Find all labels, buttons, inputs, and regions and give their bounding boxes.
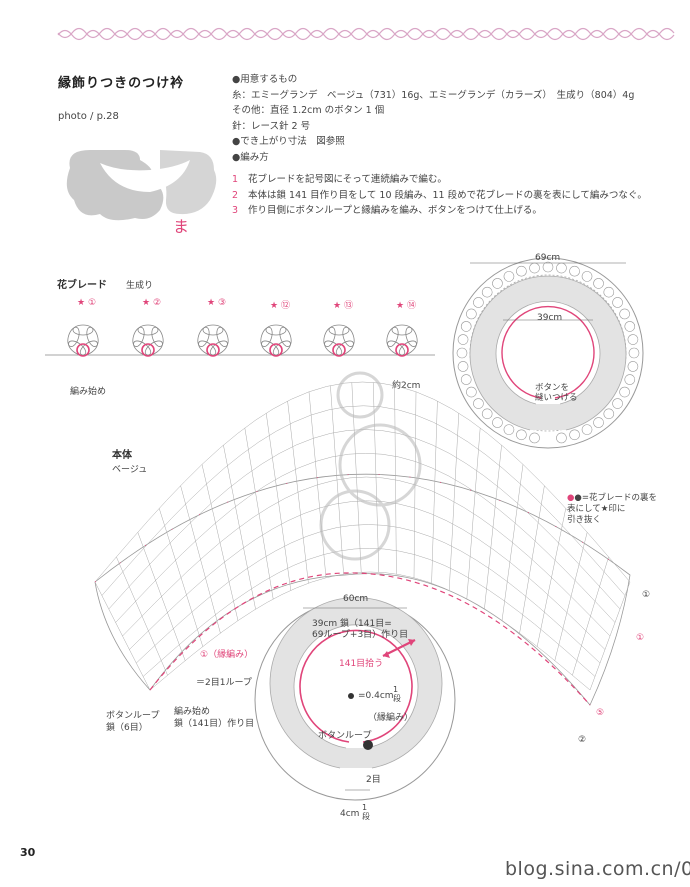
- braid-star-12: ★ ⑫: [270, 301, 290, 311]
- braid-star-2: ★ ②: [142, 298, 162, 308]
- step-text: 花ブレードを記号図にそって連続編みで編む。: [248, 174, 447, 185]
- step-number: 2: [232, 189, 239, 201]
- svg-text:ま: ま: [173, 217, 189, 236]
- collar-bottom-loop-label: ボタンループ: [318, 731, 372, 741]
- collar-bottom-diagram: [254, 597, 456, 801]
- body-loop-label: ＝2目1ループ: [196, 678, 252, 688]
- braid-color-note: 生成り: [126, 281, 154, 291]
- materials-list: ●用意するもの 糸：エミーグランデ ベージュ（731）16g、エミーグランデ（カ…: [232, 72, 634, 165]
- body-row-4: ②: [578, 735, 587, 745]
- step-number: 1: [232, 174, 239, 185]
- braid-star-13: ★ ⑬: [333, 301, 353, 311]
- body-row-3: ⑤: [596, 708, 605, 718]
- materials-line: ●編み方: [232, 151, 269, 163]
- body-row-2: ①: [636, 633, 645, 643]
- watermark: blog.sina.com.cn/0: [505, 858, 690, 880]
- body-start-label: 編み始め 鎖（141目）作り目: [174, 707, 255, 729]
- collar-bottom-thickness-rows: 1 段: [393, 685, 401, 703]
- step-number: 3: [232, 205, 239, 216]
- collar-top-inner-label: 39cm: [537, 313, 563, 323]
- collar-bottom-edge-label: （縁編み）: [368, 713, 414, 723]
- collar-bottom-inner-label: 39cm 鎖（141目= 69ループ+3目）作り目: [312, 619, 409, 640]
- collar-top-outer-label: 69cm: [535, 253, 561, 263]
- braid-width-label: 約2cm: [392, 381, 421, 391]
- collar-bottom-thickness: =0.4cm: [358, 691, 394, 701]
- collar-top-diagram: [452, 257, 644, 449]
- step-text: 本体は鎖 141 目作り目をして 10 段編み、11 段めで花ブレードの裏を表に…: [248, 189, 647, 201]
- collar-top-button-label: ボタンを 縫いつける: [535, 383, 578, 403]
- collar-bottom-bottom-rows: 1 段: [362, 803, 370, 821]
- page-title: 縁飾りつきのつけ衿: [58, 76, 185, 91]
- body-title: 本体: [112, 450, 132, 461]
- materials-line: ●でき上がり寸法 図参照: [232, 136, 345, 147]
- body-row-1: ①: [642, 590, 651, 600]
- step-item: 3 作り目側にボタンループと縁編みを編み、ボタンをつけて仕上げる。: [232, 203, 647, 219]
- materials-line: その他：直径 1.2cm のボタン 1 個: [232, 105, 385, 116]
- body-color-note: ベージュ: [112, 465, 148, 475]
- photo-reference: photo / p.28: [58, 111, 119, 122]
- collar-bottom-rows2: 2目: [366, 775, 381, 785]
- collar-bottom-bottom-label: 4cm: [340, 809, 360, 819]
- flower-braid-diagram: [45, 324, 435, 357]
- materials-line: 針：レース針 2 号: [232, 120, 311, 132]
- braid-star-14: ★ ⑭: [396, 301, 416, 311]
- body-edge-label: ①（縁編み）: [200, 650, 254, 660]
- instruction-steps: 1 花ブレードを記号図にそって連続編みで編む。 2 本体は鎖 141 目作り目をして…: [232, 172, 647, 219]
- collar-body-diagram: [94, 371, 631, 706]
- top-wave-border: [57, 27, 675, 41]
- materials-line: ●用意するもの: [232, 74, 298, 85]
- braid-title: 花ブレード: [57, 280, 107, 291]
- body-pink-note: ●●=花ブレードの裏を 表にして★印に 引き抜く: [567, 493, 657, 525]
- step-item: 2 本体は鎖 141 目作り目をして 10 段編み、11 段めで花ブレードの裏を表…: [232, 188, 647, 204]
- page-number: 30: [20, 846, 36, 859]
- body-button-loop-label: ボタンループ 鎖（6目）: [106, 711, 160, 733]
- materials-line: 糸：エミーグランデ ベージュ（731）16g、エミーグランデ（カラーズ） 生成り…: [232, 89, 635, 101]
- collar-bottom-pink-label: 141目拾う: [339, 659, 384, 669]
- step-text: 作り目側にボタンループと縁編みを編み、ボタンをつけて仕上げる。: [248, 205, 542, 216]
- collar-bottom-outer-label: 60cm: [343, 594, 369, 604]
- braid-star-3: ★ ③: [207, 298, 227, 308]
- braid-star-1: ★ ①: [77, 298, 97, 308]
- step-item: 1 花ブレードを記号図にそって連続編みで編む。: [232, 172, 647, 188]
- braid-start-label: 編み始め: [70, 387, 107, 397]
